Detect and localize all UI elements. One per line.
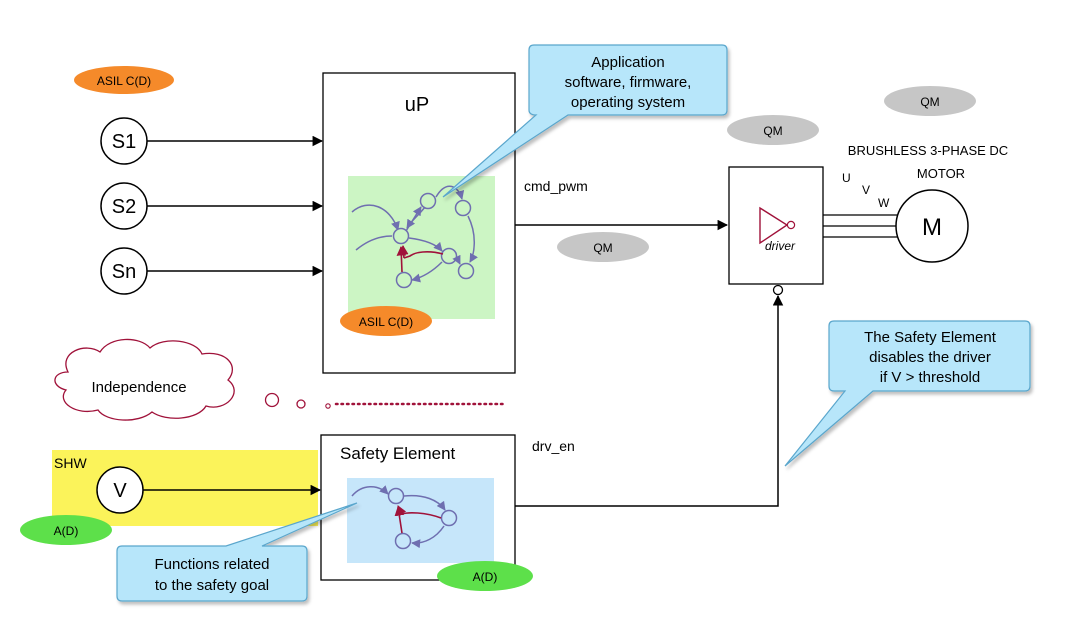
safety-functions-area <box>347 478 494 563</box>
ad-badge-bottom: A(D) <box>437 561 533 591</box>
svg-text:S1: S1 <box>112 131 136 153</box>
app-fault-paths <box>396 245 444 273</box>
svg-text:QM: QM <box>920 95 939 109</box>
shw-label: SHW <box>54 455 87 471</box>
qm-badge-top-right: QM <box>884 86 976 116</box>
callout-functions <box>116 502 358 602</box>
phase-u-label: U <box>842 171 851 185</box>
asil-badge-up: ASIL C(D) <box>340 306 432 336</box>
sensor-s2: S2 <box>100 182 148 230</box>
svg-text:ASIL C(D): ASIL C(D) <box>97 74 151 88</box>
cmd-pwm-label: cmd_pwm <box>524 178 588 194</box>
callout-safety-line2: disables the driver <box>869 349 991 366</box>
callout-safety-line3: if V > threshold <box>880 369 980 386</box>
motor-title-line2: MOTOR <box>917 166 965 181</box>
driver-block <box>728 166 824 285</box>
shw-area <box>52 450 318 526</box>
driver-label: driver <box>765 239 796 253</box>
safety-fault-paths <box>394 505 442 534</box>
phase-v-label: V <box>862 183 870 197</box>
svg-text:A(D): A(D) <box>54 524 79 538</box>
thought-bubble-small <box>325 403 331 409</box>
callout-functions-line2: to the safety goal <box>155 577 269 594</box>
svg-text:V: V <box>113 480 127 502</box>
svg-text:Independence: Independence <box>91 379 186 396</box>
driver-buffer-icon <box>759 206 796 245</box>
motor-symbol: M <box>895 189 969 263</box>
motor-title-line1: BRUSHLESS 3-PHASE DC <box>848 143 1008 158</box>
svg-text:QM: QM <box>763 124 782 138</box>
svg-text:A(D): A(D) <box>473 570 498 584</box>
svg-text:M: M <box>922 214 942 241</box>
callout-app-line2: software, firmware, <box>565 74 692 91</box>
callout-app-line3: operating system <box>571 94 685 111</box>
sensor-sn: Sn <box>100 247 148 295</box>
asil-badge-top: ASIL C(D) <box>74 66 174 94</box>
app-state-graph <box>351 185 478 289</box>
safety-state-graph <box>351 485 458 550</box>
sensor-v: V <box>96 466 144 514</box>
drv-en-label: drv_en <box>532 438 575 454</box>
independence-cloud: Independence <box>54 338 235 421</box>
qm-badge-mid: QM <box>727 115 819 145</box>
callout-safety-line1: The Safety Element <box>864 329 997 346</box>
svg-text:Sn: Sn <box>112 261 136 283</box>
driver-enable-pin <box>772 284 784 296</box>
callout-safety-disable <box>784 320 1031 467</box>
thought-bubble-medium <box>296 399 306 409</box>
sensor-s1: S1 <box>100 117 148 165</box>
svg-text:ASIL C(D): ASIL C(D) <box>359 315 413 329</box>
thought-bubble-large <box>264 392 280 408</box>
svg-text:S2: S2 <box>112 196 136 218</box>
qm-badge-cmd: QM <box>557 232 649 262</box>
svg-text:QM: QM <box>593 241 612 255</box>
ad-badge-left: A(D) <box>20 515 112 545</box>
phase-w-label: W <box>878 196 890 210</box>
drv-en-line <box>515 294 784 507</box>
up-title: uP <box>405 94 429 116</box>
callout-app-software <box>442 44 728 198</box>
callout-app-line1: Application <box>591 54 664 71</box>
callout-functions-line1: Functions related <box>154 556 269 573</box>
safety-element-title: Safety Element <box>340 444 456 463</box>
